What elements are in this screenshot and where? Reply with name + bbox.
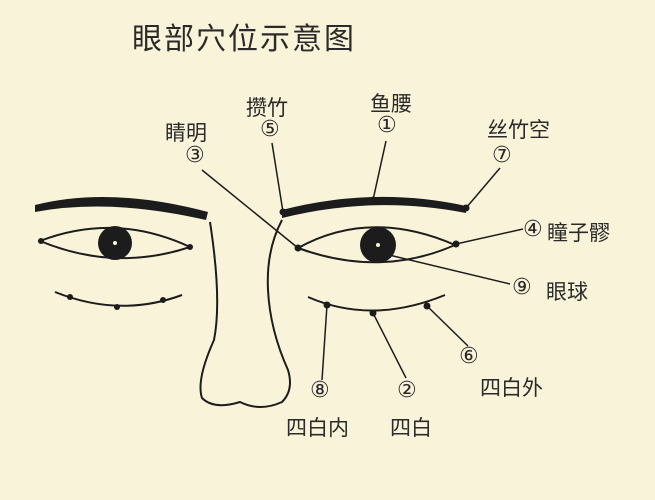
nose-outline (199, 219, 291, 408)
leader-line-5 (271, 142, 284, 213)
point-4-dot (452, 240, 460, 248)
left-eyebrow (35, 196, 208, 220)
point-6-dot (423, 302, 431, 310)
leader-line-2 (372, 312, 407, 379)
point-3-dot (294, 244, 302, 252)
diagram-title: 眼部穴位示意图 (132, 22, 356, 57)
point-9-dot (381, 250, 389, 258)
leader-line-9 (384, 253, 511, 285)
point-5-dot (279, 208, 287, 216)
point-2-dot (369, 309, 377, 317)
point-8-dot (323, 301, 331, 309)
point-5-number: ⑤ (260, 117, 280, 142)
point-9-label: 眼球 (546, 280, 588, 304)
leader-line-4 (455, 228, 524, 245)
leader-line-6 (426, 305, 469, 347)
point-6-label: 四白外 (480, 376, 543, 400)
point-8-label: 四白内 (286, 416, 349, 440)
point-5-label: 攒竹 (246, 96, 288, 120)
point-3-number: ③ (185, 143, 205, 168)
point-1-label: 鱼腰 (370, 92, 412, 116)
right-eyebrow (282, 196, 466, 218)
point-3-label: 睛明 (165, 121, 207, 145)
point-1-dot (369, 196, 377, 204)
point-7-label: 丝竹空 (487, 118, 550, 142)
point-4-number: ④ (523, 217, 543, 242)
point-1-number: ① (377, 113, 397, 138)
left-pupil-highlight (113, 241, 117, 245)
point-2-number: ② (397, 378, 417, 403)
leader-line-3 (201, 169, 299, 249)
point-4-label: 瞳子髎 (547, 221, 610, 245)
leader-line-1 (372, 140, 387, 201)
right-pupil-highlight (376, 243, 380, 247)
point-7-number: ⑦ (492, 143, 512, 168)
point-6-number: ⑥ (459, 344, 479, 369)
point-9-number: ⑨ (512, 275, 532, 300)
leader-line-8 (321, 304, 328, 381)
leader-line-7 (465, 167, 501, 209)
point-2-label: 四白 (390, 416, 432, 440)
point-7-dot (462, 204, 470, 212)
point-8-number: ⑧ (310, 378, 330, 403)
